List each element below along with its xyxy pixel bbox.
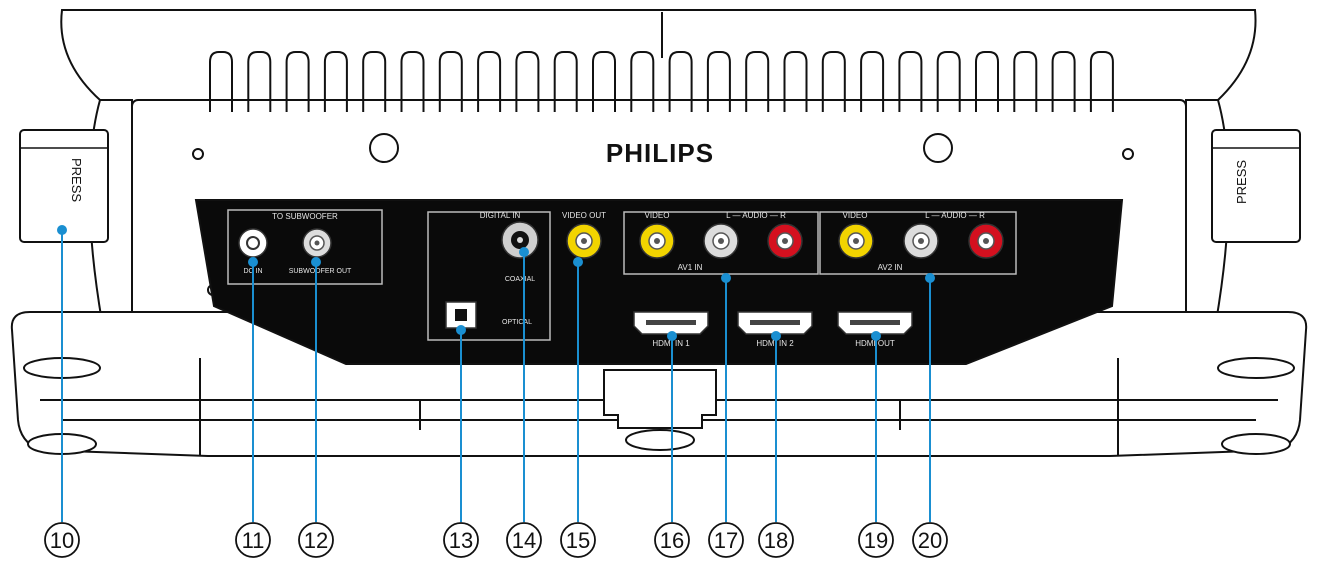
cooling-fin bbox=[592, 51, 616, 112]
av2-video-jack bbox=[838, 223, 874, 259]
callout-17: 17 bbox=[708, 522, 744, 558]
callout-19: 19 bbox=[858, 522, 894, 558]
cooling-fin bbox=[247, 51, 272, 112]
av1-video-label: VIDEO bbox=[645, 211, 670, 220]
right-press-latch: PRESS bbox=[1211, 129, 1301, 243]
cooling-fin bbox=[1089, 51, 1114, 112]
av1-video-jack bbox=[639, 223, 675, 259]
brand-logo: PHILIPS bbox=[606, 138, 714, 168]
av1-audio-left-jack bbox=[703, 223, 739, 259]
optical-jack bbox=[445, 301, 477, 329]
cooling-fin bbox=[438, 51, 463, 112]
svg-text:19: 19 bbox=[864, 528, 888, 553]
svg-text:13: 13 bbox=[449, 528, 473, 553]
av2-video-label: VIDEO bbox=[843, 211, 868, 220]
callout-15: 15 bbox=[560, 522, 596, 558]
cooling-fin bbox=[783, 51, 808, 112]
video-out-label: VIDEO OUT bbox=[562, 211, 606, 220]
callout-20: 20 bbox=[912, 522, 948, 558]
cooling-fin bbox=[323, 51, 348, 112]
subwoofer-out-jack bbox=[302, 228, 332, 258]
left-press-label: PRESS bbox=[69, 158, 84, 202]
av1-audio-label: L — AUDIO — R bbox=[726, 211, 786, 220]
callout-16: 16 bbox=[654, 522, 690, 558]
cooling-fin bbox=[1013, 51, 1038, 112]
svg-text:10: 10 bbox=[50, 528, 74, 553]
leader-lines bbox=[57, 225, 935, 522]
svg-text:18: 18 bbox=[764, 528, 788, 553]
av2-in-label: AV2 IN bbox=[878, 263, 903, 272]
callout-12: 12 bbox=[298, 522, 334, 558]
callout-14: 14 bbox=[506, 522, 542, 558]
hdmi-in-2-port bbox=[737, 311, 813, 335]
svg-text:12: 12 bbox=[304, 528, 328, 553]
cooling-fin bbox=[553, 51, 578, 112]
callout-18: 18 bbox=[758, 522, 794, 558]
to-subwoofer-label: TO SUBWOOFER bbox=[272, 212, 338, 221]
svg-text:20: 20 bbox=[918, 528, 942, 553]
dc-in-jack bbox=[238, 228, 268, 258]
cooling-fin bbox=[821, 51, 846, 112]
svg-text:16: 16 bbox=[660, 528, 684, 553]
cooling-fin bbox=[400, 51, 425, 112]
av1-audio-right-jack bbox=[767, 223, 803, 259]
svg-text:15: 15 bbox=[566, 528, 590, 553]
subwoofer-out-label: SUBWOOFER OUT bbox=[289, 268, 352, 275]
coaxial-jack bbox=[501, 221, 539, 259]
svg-text:11: 11 bbox=[242, 528, 265, 553]
cooling-fin bbox=[362, 51, 387, 112]
cooling-fin bbox=[285, 51, 310, 112]
cooling-fin bbox=[515, 51, 540, 112]
cooling-fin bbox=[477, 51, 502, 112]
cooling-fin bbox=[860, 51, 885, 112]
av2-audio-label: L — AUDIO — R bbox=[925, 211, 985, 220]
hdmi-out-port bbox=[837, 311, 913, 335]
cooling-fin bbox=[745, 51, 770, 112]
coaxial-label: COAXIAL bbox=[505, 276, 535, 283]
svg-text:17: 17 bbox=[714, 528, 738, 553]
cooling-fins bbox=[209, 51, 1114, 112]
cooling-fin bbox=[898, 51, 923, 112]
cooling-fin bbox=[209, 51, 233, 112]
cooling-fin bbox=[706, 51, 731, 112]
hdmi-in-1-port bbox=[633, 311, 709, 335]
cooling-fin bbox=[975, 51, 999, 112]
callout-11: 11 bbox=[235, 522, 271, 558]
digital-in-label: DIGITAL IN bbox=[480, 211, 521, 220]
cooling-fin bbox=[936, 51, 961, 112]
av2-audio-left-jack bbox=[903, 223, 939, 259]
optical-label: OPTICAL bbox=[502, 319, 532, 326]
av1-in-label: AV1 IN bbox=[678, 263, 703, 272]
cooling-fin bbox=[1051, 51, 1076, 112]
svg-text:14: 14 bbox=[512, 528, 536, 553]
video-out-jack bbox=[566, 223, 602, 259]
left-press-latch: PRESS bbox=[19, 129, 109, 243]
cooling-fin bbox=[668, 51, 693, 112]
callout-10: 10 bbox=[44, 522, 80, 558]
callout-13: 13 bbox=[443, 522, 479, 558]
right-press-label: PRESS bbox=[1234, 160, 1249, 204]
callouts: 10 11 12 13 14 15 16 17 18 19 20 bbox=[44, 522, 948, 558]
av2-audio-right-jack bbox=[968, 223, 1004, 259]
cooling-fin bbox=[630, 51, 655, 112]
